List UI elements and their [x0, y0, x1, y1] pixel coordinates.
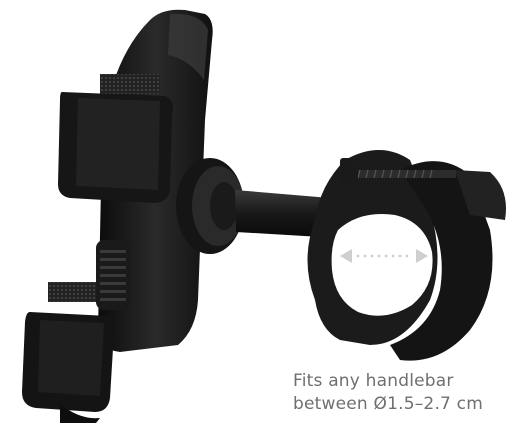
side-grip — [96, 240, 130, 310]
caption-line-2: between Ø1.5–2.7 cm — [293, 394, 483, 414]
handlebar-clamp — [307, 150, 506, 361]
adjustment-knob — [176, 158, 244, 254]
caption-line-1: Fits any handlebar — [293, 371, 454, 391]
fit-caption: Fits any handlebar between Ø1.5–2.7 cm — [293, 370, 525, 416]
double-arrow-dotted-icon — [340, 249, 428, 263]
clamp-screw — [340, 158, 456, 190]
bottom-clamp-arm — [22, 282, 115, 423]
top-clamp-arm — [58, 74, 174, 203]
